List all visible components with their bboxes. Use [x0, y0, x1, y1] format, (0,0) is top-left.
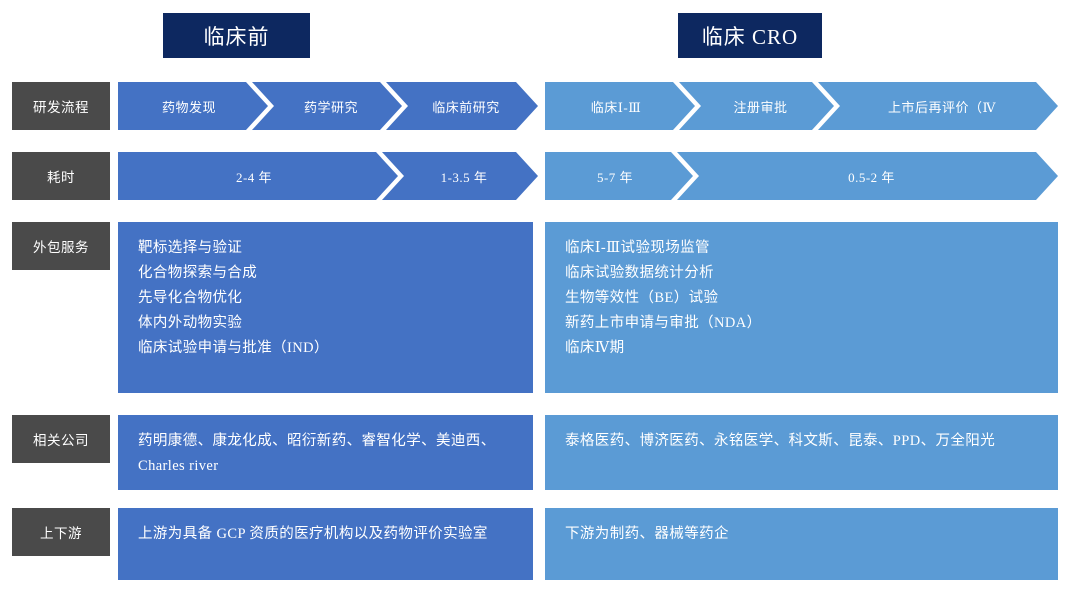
stream-downstream-text: 下游为制药、器械等药企 [565, 526, 729, 542]
row-label-process: 研发流程 [12, 82, 110, 130]
process-step-pharmaceutical-research[interactable]: 药学研究 [252, 82, 402, 130]
time-steps-clinical: 5-7 年 0.5-2 年 [545, 152, 1058, 200]
service-item: 临床试验申请与批准（IND） [138, 340, 329, 356]
process-step-registration-approval[interactable]: 注册审批 [679, 82, 834, 130]
process-step-label: 上市后再评价（Ⅳ [888, 99, 996, 115]
time-step-label: 1-3.5 年 [440, 169, 488, 185]
service-item: 先导化合物优化 [138, 290, 243, 306]
stream-upstream-text: 上游为具备 GCP 资质的医疗机构以及药物评价实验室 [138, 526, 488, 542]
service-list-clinical: 临床Ⅰ-Ⅲ试验现场监管 临床试验数据统计分析 生物等效性（BE）试验 新药上市申… [545, 222, 1058, 393]
time-step-label: 2-4 年 [235, 169, 273, 185]
service-item: 临床Ⅰ-Ⅲ试验现场监管 [565, 240, 710, 256]
process-step-clinical-phase-1-3[interactable]: 临床Ⅰ-Ⅲ [545, 82, 695, 130]
process-step-label: 注册审批 [733, 99, 788, 115]
time-step-0point5-2-years[interactable]: 0.5-2 年 [677, 152, 1058, 200]
time-step-label: 5-7 年 [596, 169, 634, 185]
row-label-company: 相关公司 [12, 415, 110, 463]
time-step-label: 0.5-2 年 [848, 169, 895, 185]
process-step-label: 药物发现 [161, 99, 216, 115]
process-step-label: 临床Ⅰ-Ⅲ [590, 99, 642, 115]
banner-clinical-cro-label: 临床 CRO [701, 24, 799, 49]
row-label-time-text: 耗时 [47, 170, 75, 185]
row-label-service-text: 外包服务 [33, 240, 89, 255]
process-steps-clinical: 临床Ⅰ-Ⅲ 注册审批 上市后再评价（Ⅳ [545, 82, 1058, 130]
process-step-preclinical-research[interactable]: 临床前研究 [386, 82, 538, 130]
banner-preclinical-label: 临床前 [203, 24, 270, 49]
row-label-stream-text: 上下游 [40, 526, 82, 541]
service-item: 靶标选择与验证 [138, 240, 243, 256]
service-item: 生物等效性（BE）试验 [565, 290, 719, 306]
banner-preclinical: 临床前 [163, 13, 310, 58]
time-step-5-7-years[interactable]: 5-7 年 [545, 152, 693, 200]
service-item: 新药上市申请与审批（NDA） [565, 315, 762, 331]
stream-upstream: 上游为具备 GCP 资质的医疗机构以及药物评价实验室 [118, 508, 533, 580]
banner-clinical-cro: 临床 CRO [678, 13, 822, 58]
process-step-drug-discovery[interactable]: 药物发现 [118, 82, 268, 130]
service-item: 体内外动物实验 [138, 315, 243, 331]
row-label-process-text: 研发流程 [33, 100, 89, 115]
row-label-stream: 上下游 [12, 508, 110, 556]
service-item: 临床试验数据统计分析 [565, 265, 714, 281]
process-step-label: 临床前研究 [432, 99, 500, 115]
time-step-2-4-years[interactable]: 2-4 年 [118, 152, 398, 200]
service-item: 临床Ⅳ期 [565, 340, 625, 356]
process-step-post-market-reevaluation[interactable]: 上市后再评价（Ⅳ [818, 82, 1058, 130]
process-steps-preclinical: 药物发现 药学研究 临床前研究 [118, 82, 538, 130]
company-list-preclinical: 药明康德、康龙化成、昭衍新药、睿智化学、美迪西、Charles river [118, 415, 533, 490]
row-label-company-text: 相关公司 [33, 433, 89, 448]
row-label-service: 外包服务 [12, 222, 110, 270]
row-label-time: 耗时 [12, 152, 110, 200]
time-step-1-3point5-years[interactable]: 1-3.5 年 [382, 152, 538, 200]
time-steps-preclinical: 2-4 年 1-3.5 年 [118, 152, 538, 200]
company-list-clinical: 泰格医药、博济医药、永铭医学、科文斯、昆泰、PPD、万全阳光 [545, 415, 1058, 490]
process-step-label: 药学研究 [303, 99, 358, 115]
stream-downstream: 下游为制药、器械等药企 [545, 508, 1058, 580]
service-list-preclinical: 靶标选择与验证 化合物探索与合成 先导化合物优化 体内外动物实验 临床试验申请与… [118, 222, 533, 393]
service-item: 化合物探索与合成 [138, 265, 258, 281]
company-list-text: 泰格医药、博济医药、永铭医学、科文斯、昆泰、PPD、万全阳光 [565, 433, 996, 449]
company-list-text: 药明康德、康龙化成、昭衍新药、睿智化学、美迪西、Charles river [138, 433, 496, 474]
